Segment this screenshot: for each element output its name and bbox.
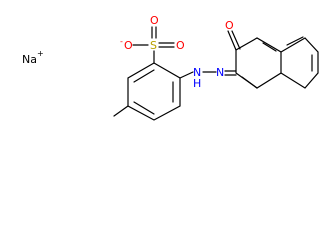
sodium-symbol: Na <box>22 53 37 66</box>
azo-nitrogen: N <box>216 66 224 79</box>
carbonyl-bond-b <box>231 30 241 50</box>
amine-hydrogen: H <box>193 77 201 90</box>
sulfonate-group: O - S O O <box>120 14 185 64</box>
naphthalene-double-bond-2 <box>286 36 304 46</box>
methyl-bond <box>113 105 129 117</box>
carbonyl-bond-a <box>227 30 237 51</box>
benzene-ring-outline <box>127 62 181 121</box>
naphthalene-double-bond-1 <box>262 42 277 52</box>
benzene-ring <box>113 62 181 121</box>
sulfonate-oxygen-charge: - <box>120 37 123 46</box>
chemical-structure: Na + O - S O O N H N <box>22 14 319 121</box>
naphthalene-ring-left <box>235 37 282 89</box>
ring-nh-bond <box>179 71 194 79</box>
azo-linkage: N H N <box>179 66 237 90</box>
naphthalene-rings: O <box>225 19 319 89</box>
sodium-ion: Na + <box>22 49 44 66</box>
carbonyl-oxygen: O <box>225 19 234 32</box>
sodium-charge: + <box>37 49 44 58</box>
naphthalene-double-bond-4 <box>241 76 258 89</box>
sulfonyl-oxygen-top: O <box>150 14 159 27</box>
benzene-double-bond-2 <box>133 101 155 115</box>
benzene-double-bond-3 <box>133 69 155 83</box>
naphthalene-ring-right-outer <box>280 37 319 89</box>
amine-nitrogen: N <box>193 66 201 79</box>
sulfur-atom: S <box>150 39 157 52</box>
sulfonate-oxygen-anion: O <box>124 39 133 52</box>
sulfonyl-oxygen-right: O <box>176 39 185 52</box>
